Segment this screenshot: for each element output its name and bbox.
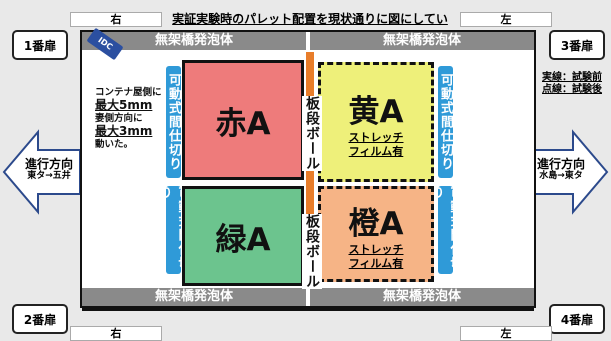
note-line-2: 最大5mm bbox=[95, 98, 153, 112]
door-4: 4番扉 bbox=[549, 304, 605, 334]
door-2: 2番扉 bbox=[12, 304, 68, 334]
pallet-red: 赤A bbox=[182, 60, 304, 180]
pallet-orange: 橙A ストレッチ フィルム有 bbox=[318, 186, 434, 282]
band-bottom-right: 無架橋発泡体 bbox=[310, 288, 534, 306]
pallet-yellow: 黄A ストレッチ フィルム有 bbox=[318, 62, 434, 182]
pallet-yellow-label: 黄A bbox=[348, 93, 404, 130]
pallet-yellow-film-1: ストレッチ bbox=[348, 130, 404, 144]
pallet-green-label: 緑A bbox=[215, 221, 271, 258]
note-line-5: 動いた。 bbox=[95, 139, 134, 150]
pallet-yellow-film-2: フィルム有 bbox=[348, 144, 404, 158]
movable-partition-top-right: 可動式間仕切り bbox=[438, 66, 453, 178]
band-top-left: 無架橋発泡体 bbox=[82, 32, 306, 50]
band-top-right: 無架橋発泡体 bbox=[310, 32, 534, 50]
door-1: 1番扉 bbox=[12, 30, 68, 60]
movable-partition-bottom-left: 可動式間仕切り bbox=[157, 186, 191, 274]
note-line-3: 妻側方向に bbox=[95, 113, 143, 124]
movable-partition-top-left: 可動式間仕切り bbox=[166, 66, 181, 178]
direction-left-text: 進行方向 東タ→五井 bbox=[18, 158, 80, 182]
pole-label-top: 板段ボール bbox=[302, 96, 322, 171]
door-3: 3番扉 bbox=[549, 30, 605, 60]
direction-right-route: 水島→東タ bbox=[539, 171, 583, 181]
pallet-orange-film-1: ストレッチ bbox=[348, 242, 404, 256]
legend: 実線：試験前 点線：試験後 bbox=[542, 72, 602, 96]
direction-left-route: 東タ→五井 bbox=[27, 171, 71, 181]
footer-right-tab: 左 bbox=[460, 326, 552, 341]
pallet-orange-film-2: フィルム有 bbox=[348, 256, 404, 270]
shift-note: コンテナ屋側に 最大5mm 妻側方向に 最大3mm 動いた。 bbox=[95, 86, 162, 151]
pallet-red-label: 赤A bbox=[215, 105, 271, 142]
header-right-tab: 左 bbox=[460, 12, 552, 27]
direction-right-text: 進行方向 水島→東タ bbox=[530, 158, 592, 182]
note-line-1: コンテナ屋側に bbox=[95, 87, 162, 98]
movable-partition-bottom-right: 可動式間仕切り bbox=[429, 186, 463, 274]
footer-left-tab: 右 bbox=[70, 326, 162, 341]
pallet-orange-label: 橙A bbox=[348, 205, 404, 242]
pole-label-bottom: 板段ボール bbox=[302, 214, 322, 289]
direction-left-label: 進行方向 bbox=[24, 157, 73, 171]
legend-dotted: 点線：試験後 bbox=[542, 84, 602, 95]
direction-right-label: 進行方向 bbox=[536, 157, 585, 171]
bottom-black-band bbox=[82, 306, 534, 311]
note-line-4: 最大3mm bbox=[95, 124, 153, 138]
pallet-green: 緑A bbox=[182, 186, 304, 286]
legend-solid: 実線：試験前 bbox=[542, 72, 602, 83]
header-left-tab: 右 bbox=[70, 12, 162, 27]
band-bottom-left: 無架橋発泡体 bbox=[82, 288, 306, 306]
